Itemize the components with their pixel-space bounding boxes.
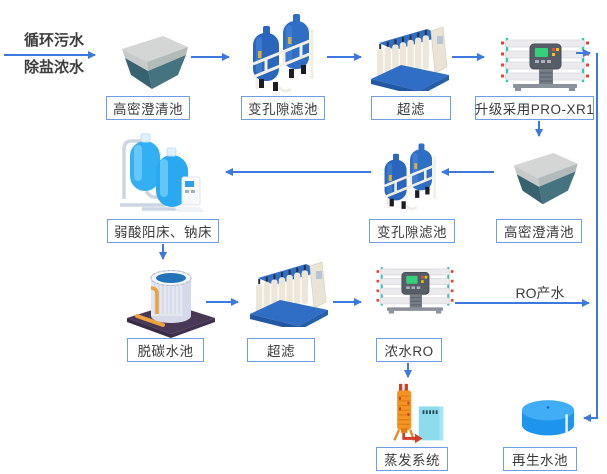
inlet-line-2: 除盐浓水 xyxy=(23,59,84,76)
uf-skid-icon xyxy=(250,257,330,327)
node-label-concentrate-ro: 浓水RO xyxy=(376,338,442,362)
clarifier-icon xyxy=(493,152,581,210)
node-label-clarifier-2: 高密澄清池 xyxy=(496,219,582,243)
node-label-decarb-tank: 脱碳水池 xyxy=(127,338,204,362)
decarb-tank-icon xyxy=(125,258,217,340)
node-label-pro-xr1: 升级采用PRO-XR1 xyxy=(475,96,594,120)
ro-skid-icon xyxy=(497,32,593,94)
arrow-right-line-to-pool xyxy=(583,53,598,422)
node-label-ultrafiltration-2: 超滤 xyxy=(247,338,315,362)
blue-tanks-icon xyxy=(381,141,439,214)
inlet-source-text: 循环污水 除盐浓水 xyxy=(16,27,92,81)
inlet-line-1: 循环污水 xyxy=(23,32,84,49)
node-label-pore-filter-1: 变孔隙滤池 xyxy=(241,96,325,120)
blue-tanks-icon xyxy=(249,11,317,97)
node-label-pore-filter-2: 变孔隙滤池 xyxy=(369,219,455,243)
node-label-evaporation: 蒸发系统 xyxy=(376,447,448,471)
node-label-ultrafiltration-1: 超滤 xyxy=(371,96,451,120)
ro-skid-icon xyxy=(373,257,457,321)
node-label-softener-beds: 弱酸阳床、钠床 xyxy=(107,219,219,243)
evaporator-icon xyxy=(383,382,447,446)
ro-product-edge-label: RO产水 xyxy=(515,285,565,301)
node-label-clarifier-1: 高密澄清池 xyxy=(106,96,190,120)
clarifier-icon xyxy=(101,35,191,95)
ion-exchange-icon xyxy=(112,127,204,215)
pool-icon xyxy=(516,391,580,447)
node-label-regen-pool: 再生水池 xyxy=(503,447,577,471)
uf-skid-icon xyxy=(371,23,451,91)
